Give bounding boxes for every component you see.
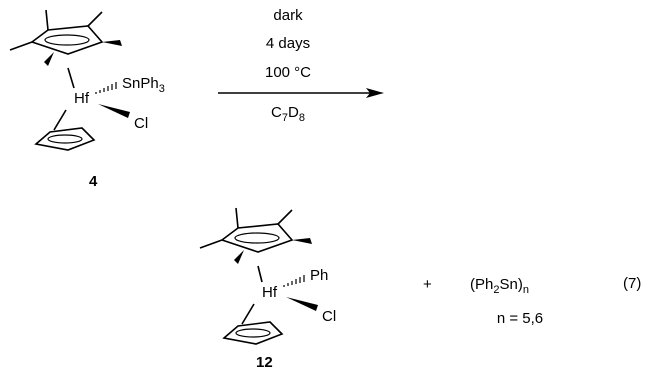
reactant-ligand-top: SnPh3	[122, 75, 165, 95]
product-12: Hf Ph Cl 12	[199, 207, 336, 371]
reactant-metal-label: Hf	[74, 90, 90, 107]
reaction-arrow-head	[366, 88, 384, 98]
byproduct-note: n = 5,6	[497, 310, 543, 327]
reactant-number: 4	[89, 173, 98, 190]
cp-star-ligand	[199, 207, 313, 265]
product-metal-label: Hf	[262, 284, 278, 301]
condition-solvent: C7D8	[271, 104, 305, 124]
product-number: 12	[256, 354, 273, 371]
cp-ligand	[35, 127, 95, 151]
hashed-bond	[95, 82, 117, 94]
equation-number: (7)	[623, 275, 641, 292]
condition-dark: dark	[273, 7, 303, 24]
reactant-4: Hf SnPh3 Cl 4	[9, 9, 165, 190]
plus-sign: +	[423, 276, 432, 293]
condition-time: 4 days	[266, 35, 310, 52]
cp-ligand	[223, 321, 283, 345]
hashed-bond	[283, 275, 305, 287]
byproduct-formula: (Ph2Sn)n	[470, 276, 529, 296]
byproduct: (Ph2Sn)n n = 5,6	[470, 276, 543, 327]
reactant-ligand-bottom: Cl	[134, 115, 148, 132]
condition-temperature: 100 °C	[265, 64, 311, 81]
cp-star-ligand	[9, 9, 123, 67]
wedge-bond	[98, 104, 130, 118]
product-ligand-bottom: Cl	[322, 308, 336, 325]
reaction-conditions: dark 4 days 100 °C C7D8	[218, 7, 384, 124]
wedge-bond	[286, 297, 318, 311]
product-ligand-top: Ph	[310, 267, 328, 284]
